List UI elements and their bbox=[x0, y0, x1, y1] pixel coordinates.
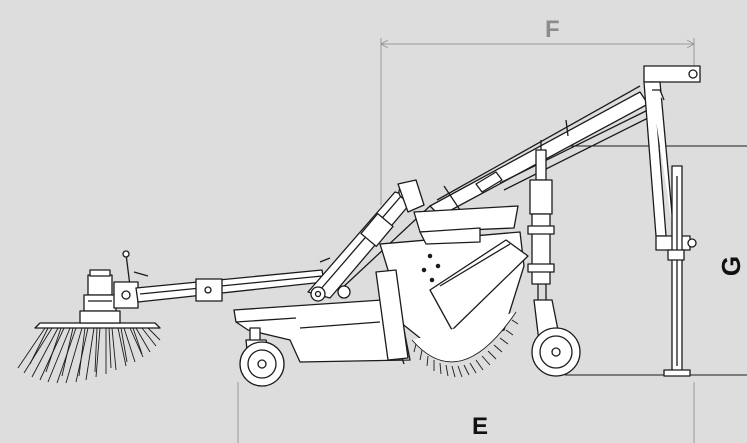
dimension-e bbox=[237, 382, 695, 443]
brush-housing bbox=[379, 205, 529, 341]
support-leg bbox=[663, 165, 691, 377]
sweeper-machine bbox=[17, 65, 701, 387]
mast bbox=[643, 65, 701, 251]
hopper-body bbox=[233, 269, 411, 365]
dimension-label-g: G bbox=[716, 256, 746, 276]
dimension-g bbox=[548, 145, 747, 376]
front-caster bbox=[239, 327, 285, 387]
main-brush-bristles bbox=[411, 311, 519, 378]
rear-caster bbox=[527, 140, 581, 377]
dimension-f bbox=[379, 38, 696, 205]
dimension-label-e: E bbox=[472, 413, 488, 440]
side-brush-motor bbox=[79, 250, 149, 324]
dimension-label-f: F bbox=[545, 16, 560, 43]
